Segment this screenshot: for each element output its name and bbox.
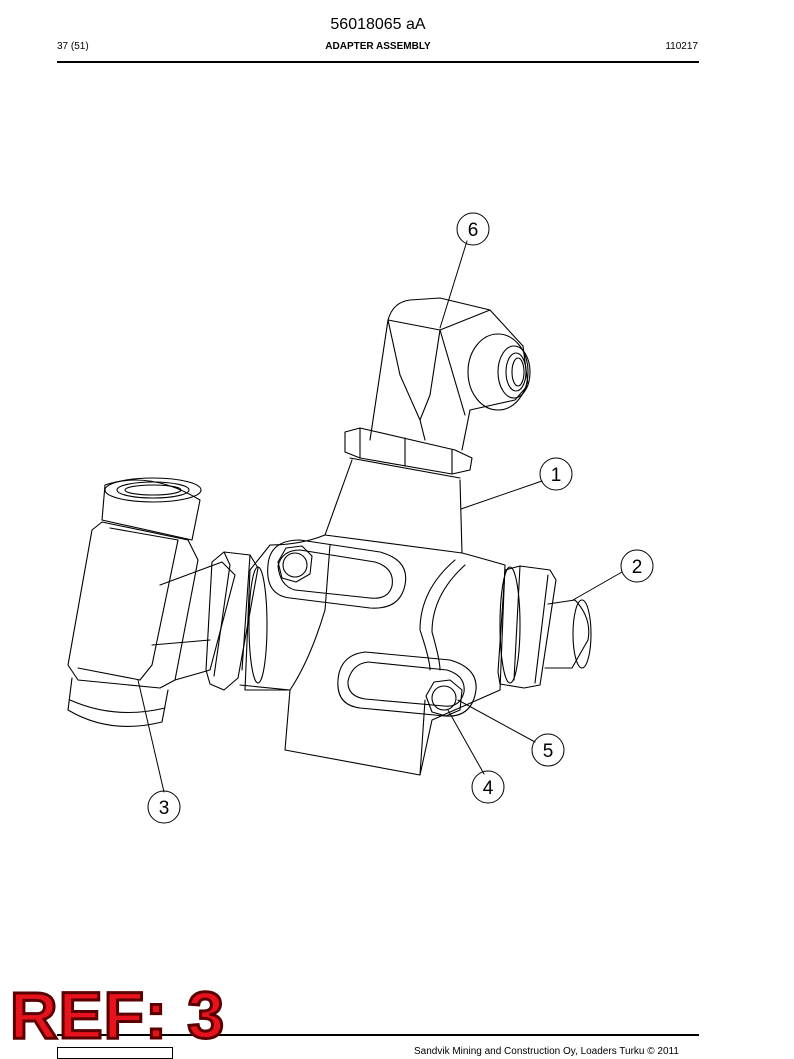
callout-numbers: 1 2 3 4 5 6 (159, 220, 643, 819)
center-body (239, 459, 506, 776)
callout-number-6: 6 (468, 220, 479, 241)
footer-copyright: Sandvik Mining and Construction Oy, Load… (414, 1046, 679, 1057)
callout-circle-6 (456, 212, 490, 246)
callout-circle-2 (620, 549, 654, 583)
callout-balloons (147, 212, 654, 824)
callout-circle-3 (147, 790, 181, 824)
callout-circle-4 (471, 770, 505, 804)
leader-lines (137, 240, 623, 793)
document-date: 110217 (665, 41, 698, 52)
callout-number-1: 1 (551, 465, 562, 486)
footer-rule (57, 1034, 699, 1036)
tee-adapter (67, 477, 268, 727)
right-connector (497, 565, 592, 689)
callout-number-3: 3 (159, 798, 170, 819)
callout-number-2: 2 (632, 557, 643, 578)
ref-stamp: REF: 3 (8, 978, 226, 1052)
page-number: 37 (51) (57, 41, 89, 52)
document-number: 56018065 aA (330, 16, 426, 33)
bolts (277, 545, 463, 717)
callout-circle-5 (531, 733, 565, 767)
callout-number-5: 5 (543, 741, 554, 762)
callout-circle-1 (539, 457, 573, 491)
page-title: ADAPTER ASSEMBLY (325, 41, 431, 52)
header-rule (57, 61, 699, 63)
elbow-fitting (344, 297, 531, 479)
callout-number-4: 4 (483, 778, 494, 799)
